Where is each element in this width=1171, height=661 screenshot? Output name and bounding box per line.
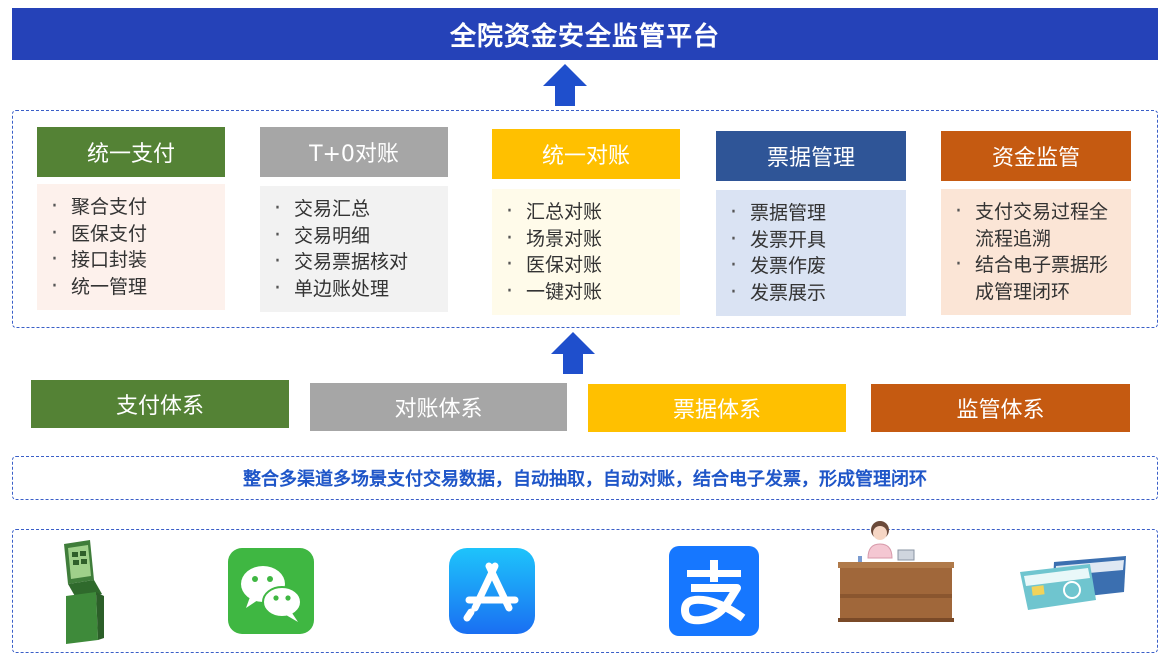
up-arrow-icon xyxy=(551,332,595,374)
list-item: 发票展示 xyxy=(728,280,906,307)
platform-title: 全院资金安全监管平台 xyxy=(449,21,720,52)
module-title-text: 票据管理 xyxy=(766,146,855,171)
list-item: 支付交易过程全流程追溯 xyxy=(953,199,1113,252)
list-item: 票据管理 xyxy=(728,200,906,227)
system-label: 票据体系 xyxy=(672,398,761,423)
service-counter-icon xyxy=(838,521,954,622)
list-item: 发票作废 xyxy=(728,253,906,280)
list-item: 医保支付 xyxy=(49,221,225,248)
list-item: 交易汇总 xyxy=(272,196,448,223)
system-supervision: 监管体系 xyxy=(871,384,1130,432)
system-bill: 票据体系 xyxy=(588,384,846,432)
module-item-list: 交易汇总 交易明细 交易票据核对 单边账处理 xyxy=(272,196,448,302)
module-title-text: T+0对账 xyxy=(309,142,399,167)
module-body-unified-reconciliation: 汇总对账 场景对账 医保对账 一键对账 xyxy=(492,189,680,315)
module-body-bill-management: 票据管理 发票开具 发票作废 发票展示 xyxy=(716,190,906,316)
bank-card-icon xyxy=(1020,556,1126,610)
module-body-fund-supervision: 支付交易过程全流程追溯 结合电子票据形成管理闭环 xyxy=(941,189,1131,315)
app-store-icon xyxy=(449,548,535,634)
list-item: 结合电子票据形成管理闭环 xyxy=(953,252,1113,305)
self-service-kiosk-icon xyxy=(64,540,104,644)
platform-title-banner: 全院资金安全监管平台 xyxy=(12,8,1158,60)
summary-container xyxy=(12,456,1158,500)
list-item: 单边账处理 xyxy=(272,276,448,303)
channels-container xyxy=(12,529,1158,653)
module-body-t0-reconciliation: 交易汇总 交易明细 交易票据核对 单边账处理 xyxy=(260,186,448,312)
system-label: 监管体系 xyxy=(956,398,1045,423)
system-label: 对账体系 xyxy=(394,397,483,422)
module-title-text: 统一支付 xyxy=(86,142,175,167)
module-item-list: 支付交易过程全流程追溯 结合电子票据形成管理闭环 xyxy=(953,199,1131,305)
summary-banner: 整合多渠道多场景支付交易数据，自动抽取，自动对账，结合电子发票，形成管理闭环 xyxy=(12,456,1158,500)
system-label: 支付体系 xyxy=(115,394,204,419)
list-item: 一键对账 xyxy=(504,279,680,306)
module-title-unified-reconciliation: 统一对账 xyxy=(492,129,680,179)
system-payment: 支付体系 xyxy=(31,380,289,428)
summary-text: 整合多渠道多场景支付交易数据，自动抽取，自动对账，结合电子发票，形成管理闭环 xyxy=(243,469,927,490)
list-item: 场景对账 xyxy=(504,226,680,253)
list-item: 统一管理 xyxy=(49,274,225,301)
module-title-text: 资金监管 xyxy=(991,146,1080,171)
module-title-unified-payment: 统一支付 xyxy=(37,127,225,177)
list-item: 交易明细 xyxy=(272,223,448,250)
module-title-fund-supervision: 资金监管 xyxy=(941,131,1131,181)
module-item-list: 票据管理 发票开具 发票作废 发票展示 xyxy=(728,200,906,306)
module-title-bill-management: 票据管理 xyxy=(716,131,906,181)
module-item-list: 聚合支付 医保支付 接口封装 统一管理 xyxy=(49,194,225,300)
list-item: 医保对账 xyxy=(504,252,680,279)
list-item: 交易票据核对 xyxy=(272,249,448,276)
list-item: 接口封装 xyxy=(49,247,225,274)
up-arrow-icon xyxy=(543,64,587,106)
modules-container xyxy=(12,110,1158,328)
wechat-pay-icon xyxy=(228,548,314,634)
list-item: 汇总对账 xyxy=(504,199,680,226)
alipay-icon xyxy=(669,546,759,636)
module-body-unified-payment: 聚合支付 医保支付 接口封装 统一管理 xyxy=(37,184,225,310)
module-item-list: 汇总对账 场景对账 医保对账 一键对账 xyxy=(504,199,680,305)
system-reconciliation: 对账体系 xyxy=(310,383,567,431)
module-title-t0-reconciliation: T+0对账 xyxy=(260,127,448,177)
list-item: 发票开具 xyxy=(728,227,906,254)
module-title-text: 统一对账 xyxy=(541,144,630,169)
list-item: 聚合支付 xyxy=(49,194,225,221)
